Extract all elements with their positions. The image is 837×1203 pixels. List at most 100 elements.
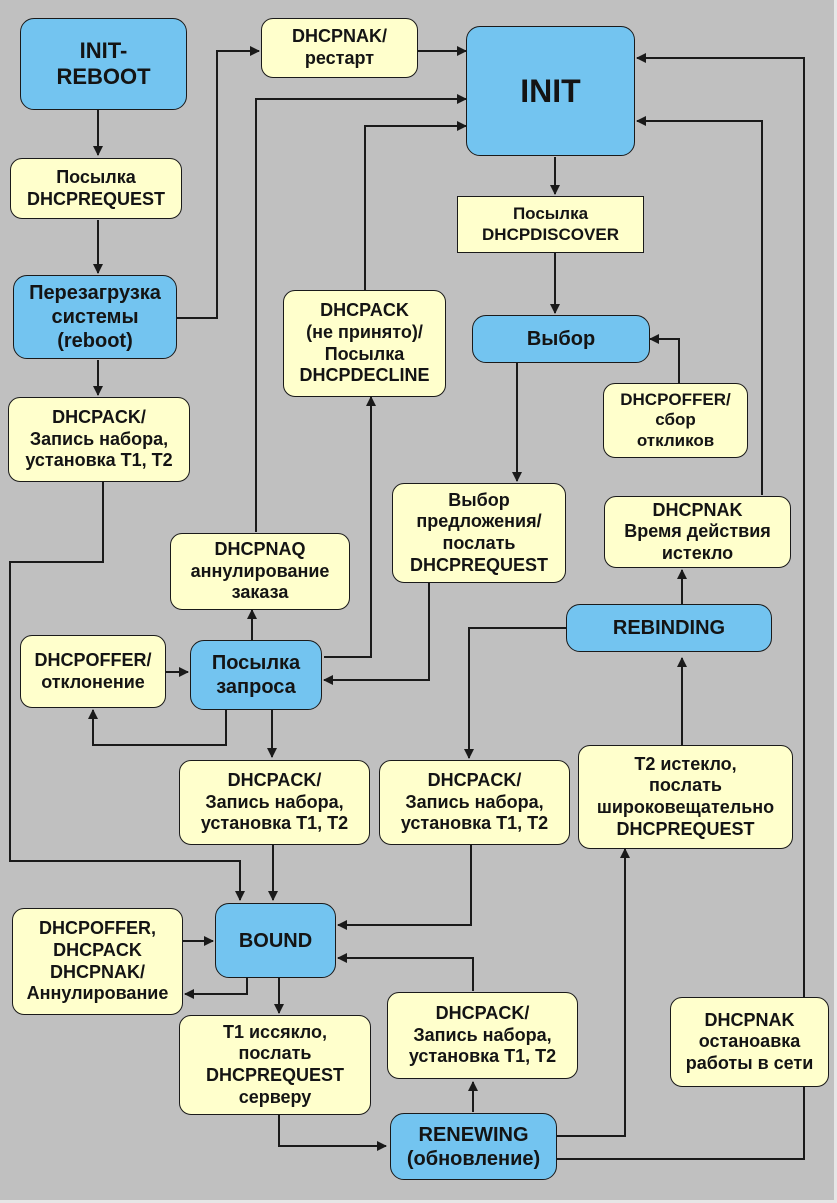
node-label-line: DHCPNAK	[704, 1009, 795, 1030]
arrow-renewing-to-init	[557, 53, 805, 1160]
arrow-request-to-offer-reject	[88, 709, 227, 746]
node-label-line: INIT-	[79, 37, 128, 63]
arrow-rebinding-to-ack	[464, 627, 567, 759]
node-label-line: Запись набора,	[29, 428, 169, 449]
state-renewing[interactable]: RENEWING(обновление)	[390, 1113, 557, 1180]
state-init[interactable]: INIT	[466, 26, 635, 156]
node-label-line: DHCPREQUEST	[616, 818, 755, 839]
node-label-line: BOUND	[238, 929, 313, 952]
node-label-line: установка T1, T2	[200, 813, 349, 834]
arrow-t1-to-renewing	[278, 1113, 387, 1151]
node-label-line: DHCPNAK/	[49, 961, 145, 982]
node-label-line: (обновление)	[406, 1147, 541, 1170]
node-label-line: DHCPREQUEST	[26, 188, 165, 209]
node-label-line: Посылка	[211, 652, 301, 674]
event-nak-restart: DHCPNAK/рестарт	[261, 18, 418, 78]
event-ack-request: DHCPACK/Запись набора,установка T1, T2	[179, 760, 370, 845]
event-offer-reject: DHCPOFFER/отклонение	[20, 635, 166, 708]
node-label-line: послать	[649, 775, 722, 796]
node-label-line: предложения/	[416, 511, 542, 532]
node-label-line: Запись набора,	[205, 791, 344, 812]
node-label-line: DHCPNAK/	[291, 26, 387, 47]
state-rebinding[interactable]: REBINDING	[566, 604, 772, 652]
arrow-renewing-to-t2	[557, 848, 630, 1137]
node-label-line: рестарт	[304, 48, 375, 68]
node-label-line: серверу	[238, 1086, 312, 1107]
node-label-line: DHCPDECLINE	[299, 365, 430, 386]
arrow-offer-collect-to-select	[649, 334, 680, 383]
node-label-line: DHCPACK	[320, 300, 409, 321]
node-label-line: системы	[51, 306, 139, 328]
node-label-line: DHCPACK/	[52, 407, 146, 428]
node-label-line: (reboot)	[57, 330, 133, 352]
node-label-line: INIT	[520, 72, 581, 109]
node-label-line: DHCPOFFER/	[620, 389, 731, 409]
node-label-line: Посылка	[324, 343, 405, 364]
node-label-line: DHCPREQUEST	[205, 1065, 344, 1085]
event-ack-renewing: DHCPACK/Запись набора,установка T1, T2	[387, 992, 578, 1079]
arrow-ack-reboot-to-bound	[9, 482, 245, 901]
node-label-line: Перезагрузка	[29, 282, 161, 304]
node-label-line: откликов	[636, 430, 715, 450]
node-label-line: DHCPNAQ	[214, 539, 306, 560]
node-label-line: T1 иссякло,	[222, 1021, 328, 1042]
node-label-line: DHCPACK	[53, 939, 142, 960]
node-label-line: широковещательно	[596, 797, 775, 817]
node-label-line: Запись набора,	[405, 791, 544, 812]
node-label-line: послать	[442, 533, 516, 553]
node-label-line: T2 истекло,	[634, 753, 737, 774]
node-label-line: (не принято)/	[306, 321, 423, 342]
node-label-line: DHCPNAK	[652, 499, 743, 520]
arrow-decline-to-init	[364, 121, 467, 290]
event-ack-rebinding: DHCPACK/Запись набора,установка T1, T2	[379, 760, 570, 845]
node-label-line: отклонение	[41, 671, 145, 692]
node-label-line: DHCPDISCOVER	[482, 224, 619, 244]
node-label-line: останоавка	[698, 1031, 801, 1052]
state-select[interactable]: Выбор	[472, 315, 650, 363]
node-label-line: Выбор	[526, 328, 596, 350]
node-label-line: аннулирование	[190, 560, 330, 581]
node-label-line: установка T1, T2	[400, 813, 549, 834]
node-label-line: Посылка	[512, 204, 589, 224]
node-label-line: REBINDING	[612, 617, 726, 639]
arrow-reboot-to-nakrestart	[177, 46, 260, 319]
node-label-line: Посылка	[56, 166, 136, 187]
arrow-selectoffer-to-request	[323, 583, 430, 685]
node-label-line: установка T1, T2	[408, 1046, 557, 1067]
node-label-line: Время действия	[624, 521, 771, 542]
node-label-line: DHCPACK/	[435, 1003, 530, 1024]
node-label-line: DHCPREQUEST	[409, 554, 548, 575]
node-label-line: DHCPACK/	[427, 770, 522, 791]
node-label-line: послать	[238, 1043, 312, 1064]
node-label-line: заказа	[231, 582, 289, 603]
arrow-request-to-decline	[324, 396, 376, 658]
state-bound[interactable]: BOUND	[215, 903, 336, 978]
node-label-line: DHCPOFFER/	[34, 649, 152, 670]
arrow-nak-expired-to-init	[636, 116, 763, 495]
arrow-ack-renewing-to-bound	[337, 953, 474, 991]
node-label-line: истекло	[661, 542, 734, 563]
node-label-line: Выбор	[448, 489, 510, 510]
node-label-line: сбор	[655, 410, 696, 430]
arrow-bound-to-ignore	[184, 978, 248, 999]
node-label-line: запроса	[216, 676, 296, 698]
node-label-line: Аннулирование	[26, 983, 169, 1004]
state-init-reboot[interactable]: INIT-REBOOT	[20, 18, 187, 110]
node-label-line: установка T1, T2	[25, 450, 173, 471]
arrow-naq-to-init	[255, 94, 467, 532]
node-label-line: RENEWING	[418, 1123, 529, 1146]
event-ack-reboot: DHCPACK/Запись набора,установка T1, T2	[8, 397, 190, 482]
node-label-line: Запись набора,	[413, 1024, 552, 1045]
